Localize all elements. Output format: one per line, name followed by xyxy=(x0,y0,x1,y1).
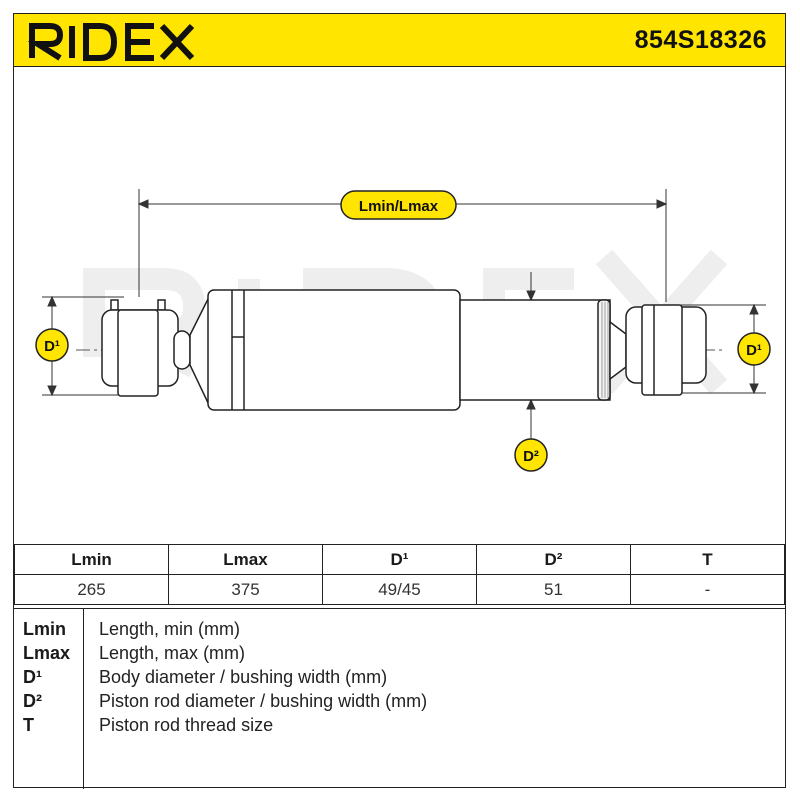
d2-label: D² xyxy=(523,448,539,465)
value-d2: 51 xyxy=(476,574,631,605)
legend-row-lmin: Lmin Length, min (mm) xyxy=(14,619,785,643)
d1-right-badge xyxy=(737,332,771,366)
main-body xyxy=(207,289,461,411)
spec-table-values: 265 375 49/45 51 - xyxy=(14,574,785,605)
legend-desc: Piston rod diameter / bushing width (mm) xyxy=(99,691,428,711)
legend-row-d2: D² Piston rod diameter / bushing width (… xyxy=(14,691,785,715)
right-eye-mount xyxy=(625,304,707,396)
spec-table: Lmin Lmax D¹ D² T 265 375 49/45 51 - xyxy=(14,544,785,605)
spec-table-header: Lmin Lmax D¹ D² T xyxy=(14,544,785,575)
value-lmax: 375 xyxy=(168,574,323,605)
value-t: - xyxy=(630,574,785,605)
legend-divider xyxy=(83,609,84,789)
legend-key: D² xyxy=(23,691,42,711)
d2-dimension xyxy=(526,272,536,439)
part-number: 854S18326 xyxy=(634,26,767,54)
header-d1: D¹ xyxy=(322,544,477,575)
left-eye-mount xyxy=(101,294,211,408)
shock-absorber-drawing: Lmin/Lmax D¹ D¹ D² xyxy=(35,189,771,472)
d2-badge xyxy=(514,438,548,472)
length-label: Lmin/Lmax xyxy=(359,198,439,215)
header-lmin: Lmin xyxy=(14,544,169,575)
value-lmin: 265 xyxy=(14,574,169,605)
header-d2: D² xyxy=(476,544,631,575)
legend-row-t: T Piston rod thread size xyxy=(14,715,785,739)
legend-key: T xyxy=(23,715,34,735)
d1-left-badge xyxy=(35,328,69,362)
legend-row-lmax: Lmax Length, max (mm) xyxy=(14,643,785,667)
legend-key: Lmax xyxy=(23,643,71,663)
legend-desc: Length, max (mm) xyxy=(99,643,246,663)
length-label-badge xyxy=(340,190,457,220)
legend-key: Lmin xyxy=(23,619,66,639)
d1-left-label: D¹ xyxy=(44,338,60,355)
header-bar: 854S18326 xyxy=(14,14,785,67)
legend-row-d1: D¹ Body diameter / bushing width (mm) xyxy=(14,667,785,691)
legend-desc: Length, min (mm) xyxy=(99,619,241,639)
header-t: T xyxy=(630,544,785,575)
legend: Lmin Length, min (mm) Lmax Length, max (… xyxy=(14,608,785,789)
header-lmax: Lmax xyxy=(168,544,323,575)
legend-desc: Piston rod thread size xyxy=(99,715,274,735)
ridex-logo xyxy=(28,23,195,61)
value-d1: 49/45 xyxy=(322,574,477,605)
d1-right-label: D¹ xyxy=(746,342,762,359)
product-sheet: 854S18326 Lmin/Lmax D¹ xyxy=(13,13,786,789)
rod-cover xyxy=(459,299,627,401)
legend-desc: Body diameter / bushing width (mm) xyxy=(99,667,388,687)
legend-key: D¹ xyxy=(23,667,42,687)
